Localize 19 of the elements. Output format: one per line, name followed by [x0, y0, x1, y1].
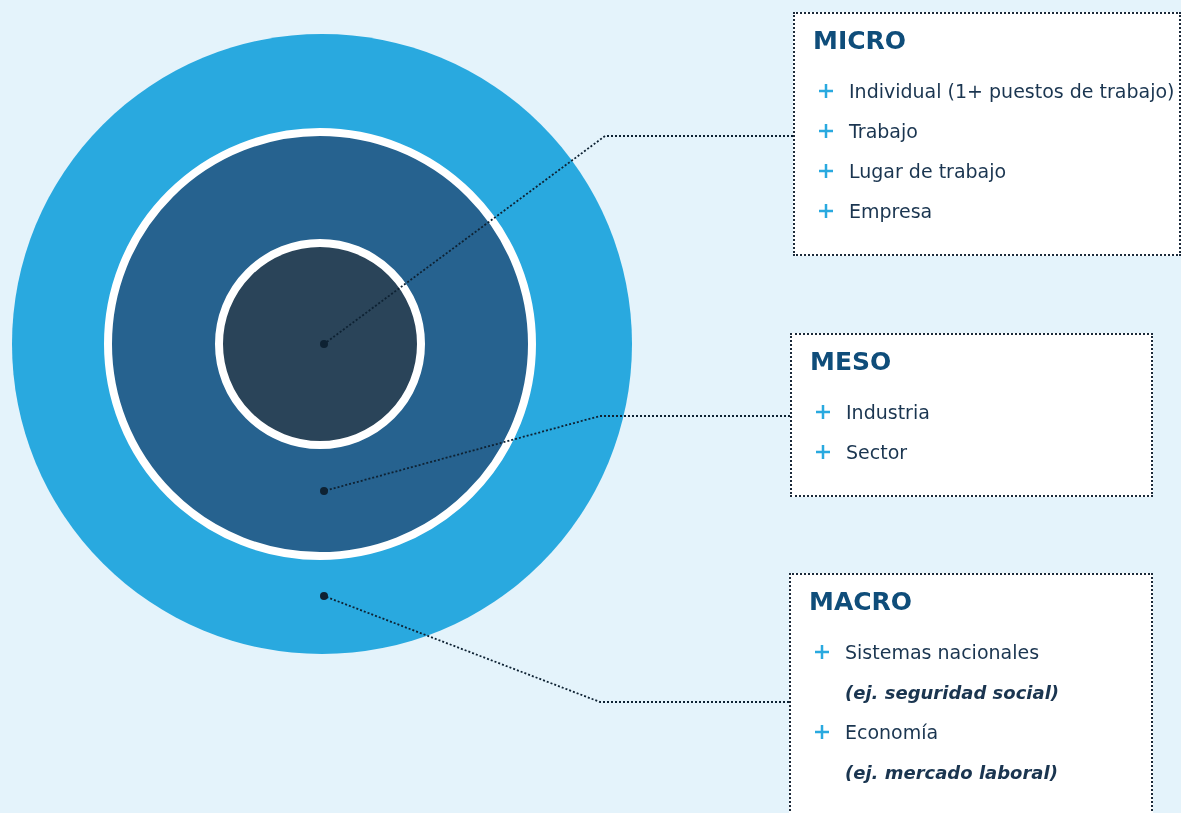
list-item: Individual (1+ puestos de trabajo)	[849, 80, 1175, 102]
panel-heading: MICRO	[813, 26, 907, 55]
example-note: (ej. mercado laboral)	[845, 761, 1058, 783]
leader-line	[320, 415, 791, 495]
leader-line	[320, 135, 794, 348]
list-item: Lugar de trabajo	[849, 160, 1007, 182]
example-note: (ej. seguridad social)	[845, 681, 1060, 703]
leader-line	[320, 592, 790, 703]
list-item: Sector	[846, 441, 908, 463]
panel-heading: MESO	[810, 347, 892, 376]
list-item: Economía	[845, 721, 939, 743]
panel-heading: MACRO	[809, 587, 913, 616]
info-panel	[793, 12, 1181, 256]
info-panel	[790, 333, 1153, 497]
list-item: Trabajo	[849, 120, 918, 142]
list-item: Empresa	[849, 200, 933, 222]
list-item: Sistemas nacionales	[845, 641, 1040, 663]
list-item: Industria	[846, 401, 930, 423]
info-panel	[789, 573, 1153, 813]
